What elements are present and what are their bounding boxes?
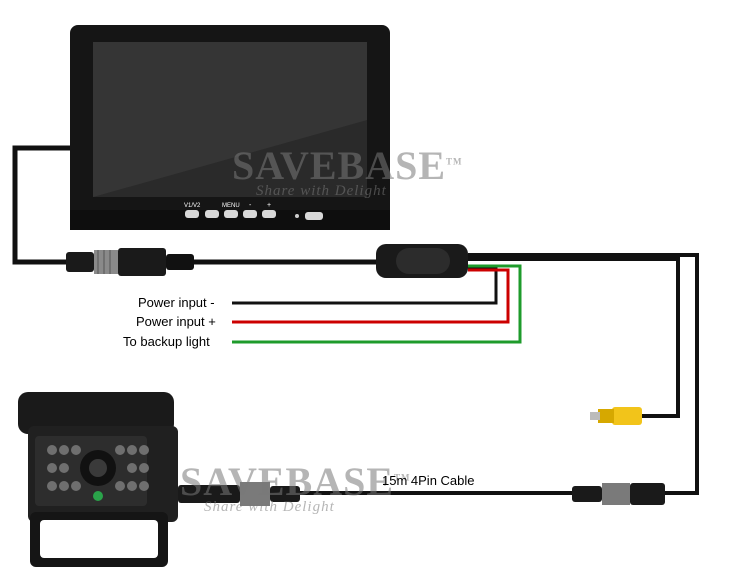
watermark-top: SAVEBASETM Share with Delight — [232, 142, 463, 200]
backup-light-wire — [232, 264, 522, 344]
camera-cable-connector-left — [178, 482, 300, 506]
monitor-menu-label: MENU — [222, 203, 240, 209]
monitor-connector — [66, 248, 194, 276]
power-plus-wire — [232, 268, 510, 324]
watermark-tagline-bottom: Share with Delight — [204, 499, 335, 515]
cable-label: 15m 4Pin Cable — [382, 473, 475, 488]
monitor-cable — [12, 145, 80, 265]
monitor-minus-label: - — [249, 202, 252, 209]
backup-light-label: To backup light — [123, 334, 210, 349]
power-input-minus-label: Power input - — [138, 295, 215, 310]
watermark-tagline-top: Share with Delight — [256, 183, 387, 199]
watermark-tm-top: TM — [446, 156, 463, 167]
watermark-brand-top: SAVEBASE — [232, 143, 447, 188]
rca-plug — [590, 407, 642, 425]
watermark-bottom: SAVEBASETM Share with Delight — [180, 458, 411, 516]
monitor-v1v2-label: V1/V2 — [184, 203, 201, 209]
power-minus-wire — [232, 266, 498, 305]
power-input-plus-label: Power input + — [136, 314, 216, 329]
camera-cable-connector-right — [572, 483, 665, 505]
watermark-tm-bottom: TM — [394, 472, 411, 483]
watermark-brand-bottom: SAVEBASE — [180, 459, 395, 504]
camera — [18, 392, 178, 567]
monitor-plus-label: + — [267, 202, 271, 209]
monitor — [70, 25, 390, 230]
camera-cable-right — [468, 253, 699, 495]
video-cable — [468, 257, 680, 418]
splitter-box — [376, 244, 468, 278]
